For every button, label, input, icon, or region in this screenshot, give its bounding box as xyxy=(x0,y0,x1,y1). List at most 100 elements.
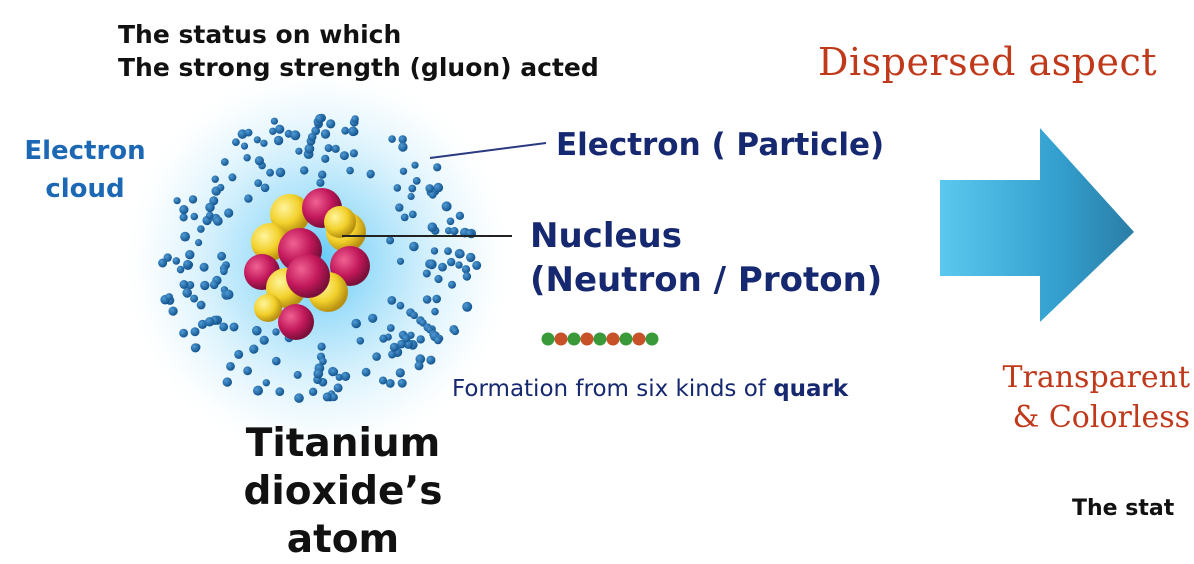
electron-dot xyxy=(173,197,181,205)
electron-dot xyxy=(372,352,381,361)
electron-dot xyxy=(348,126,358,137)
electron-dot xyxy=(196,300,206,310)
electron-dot xyxy=(240,142,249,150)
electron-dot xyxy=(275,387,285,396)
electron-dot xyxy=(321,154,330,163)
electron-dot xyxy=(275,124,285,134)
label-line: & Colorless xyxy=(1012,400,1190,435)
electron-dot xyxy=(217,251,227,261)
electron-dot xyxy=(223,289,234,300)
electron-dot xyxy=(204,317,215,327)
electron-cloud-label: Electron cloud xyxy=(10,132,160,208)
electron-dot xyxy=(253,136,261,144)
electron-dot xyxy=(346,166,354,175)
electron-dot xyxy=(205,202,215,213)
electron-dot xyxy=(388,350,397,359)
electron-dot xyxy=(272,328,280,336)
electron-dot xyxy=(199,262,209,272)
electron-dot xyxy=(220,158,229,166)
electron-dot xyxy=(272,356,281,366)
electron-dot xyxy=(409,241,419,252)
electron-dot xyxy=(176,265,185,274)
electron-dot xyxy=(331,144,340,153)
electron-dot xyxy=(200,280,210,291)
electron-dot xyxy=(414,361,424,371)
electron-dot xyxy=(260,139,268,147)
electron-dot xyxy=(386,236,395,245)
electron-dot xyxy=(179,328,189,338)
electron-dot xyxy=(379,376,387,385)
electron-dot xyxy=(400,213,409,222)
electron-dot xyxy=(190,212,199,221)
electron-dot xyxy=(266,168,274,177)
electron-dot xyxy=(396,257,405,265)
electron-dot xyxy=(444,247,452,256)
electron-dot xyxy=(425,184,435,193)
electron-dot xyxy=(356,337,365,345)
electron-dot xyxy=(324,144,333,153)
label-line: (Neutron / Proton) xyxy=(530,260,883,300)
electron-dot xyxy=(222,377,232,387)
electron-dots xyxy=(158,113,482,403)
nucleus-particle xyxy=(324,206,356,238)
electron-dot xyxy=(393,184,402,192)
electron-dot xyxy=(270,117,278,125)
electron-dot xyxy=(293,370,302,379)
electron-dot xyxy=(462,301,473,312)
electron-dot xyxy=(320,129,331,139)
electron-dot xyxy=(244,128,253,137)
strong-force-caption: The status on which The strong strength … xyxy=(118,18,599,84)
electron-dot xyxy=(226,362,235,371)
quark-bead xyxy=(606,332,620,346)
electron-dot xyxy=(341,371,351,381)
electron-dot xyxy=(254,156,264,166)
electron-dot xyxy=(422,269,431,278)
electron-dot xyxy=(387,296,397,305)
quark-bead xyxy=(645,332,659,346)
electron-dot xyxy=(433,182,444,193)
nucleus-particle xyxy=(278,304,314,340)
atom-title: Titanium dioxide’s atom xyxy=(198,420,488,564)
electron-dot xyxy=(163,253,172,262)
electron-dot xyxy=(361,367,371,377)
electron-dot xyxy=(269,127,277,135)
electron-dot xyxy=(472,260,482,270)
electron-dot xyxy=(397,339,406,349)
electron-dot xyxy=(395,203,404,212)
label-line: Electron xyxy=(24,136,146,166)
quark-bead xyxy=(567,332,581,346)
electron-dot xyxy=(412,177,421,185)
nucleus-particle xyxy=(254,294,282,322)
electron-dot xyxy=(229,322,239,332)
electron-dot xyxy=(259,335,269,345)
electron-dot xyxy=(447,257,456,267)
electron-dot xyxy=(304,143,315,154)
electron-dot xyxy=(335,373,343,381)
electron-dot xyxy=(179,205,189,215)
electron-dot xyxy=(333,383,343,393)
electron-dot xyxy=(182,288,192,298)
electron-dot xyxy=(213,216,223,226)
electron-dot xyxy=(451,327,460,336)
quark-beads xyxy=(541,332,659,346)
electron-dot xyxy=(219,322,229,332)
electron-dot xyxy=(224,208,234,218)
electron-dot xyxy=(422,295,432,304)
electron-dot xyxy=(466,252,476,263)
electron-dot xyxy=(183,259,193,269)
electron-dot xyxy=(228,173,237,182)
label-line: Nucleus xyxy=(530,216,682,256)
electron-dot xyxy=(220,267,228,276)
electron-dot xyxy=(416,335,425,344)
electron-dot xyxy=(190,327,200,337)
electron-dot xyxy=(313,368,324,379)
electron-dot xyxy=(434,274,443,284)
electron-dot xyxy=(408,184,417,193)
electron-dot xyxy=(243,366,253,376)
electron-dot xyxy=(211,175,219,183)
electron-dot xyxy=(172,257,181,265)
electron-dot xyxy=(411,161,419,169)
electron-dot xyxy=(249,344,259,354)
electron-dot xyxy=(402,334,411,343)
electron-dot xyxy=(322,392,332,402)
